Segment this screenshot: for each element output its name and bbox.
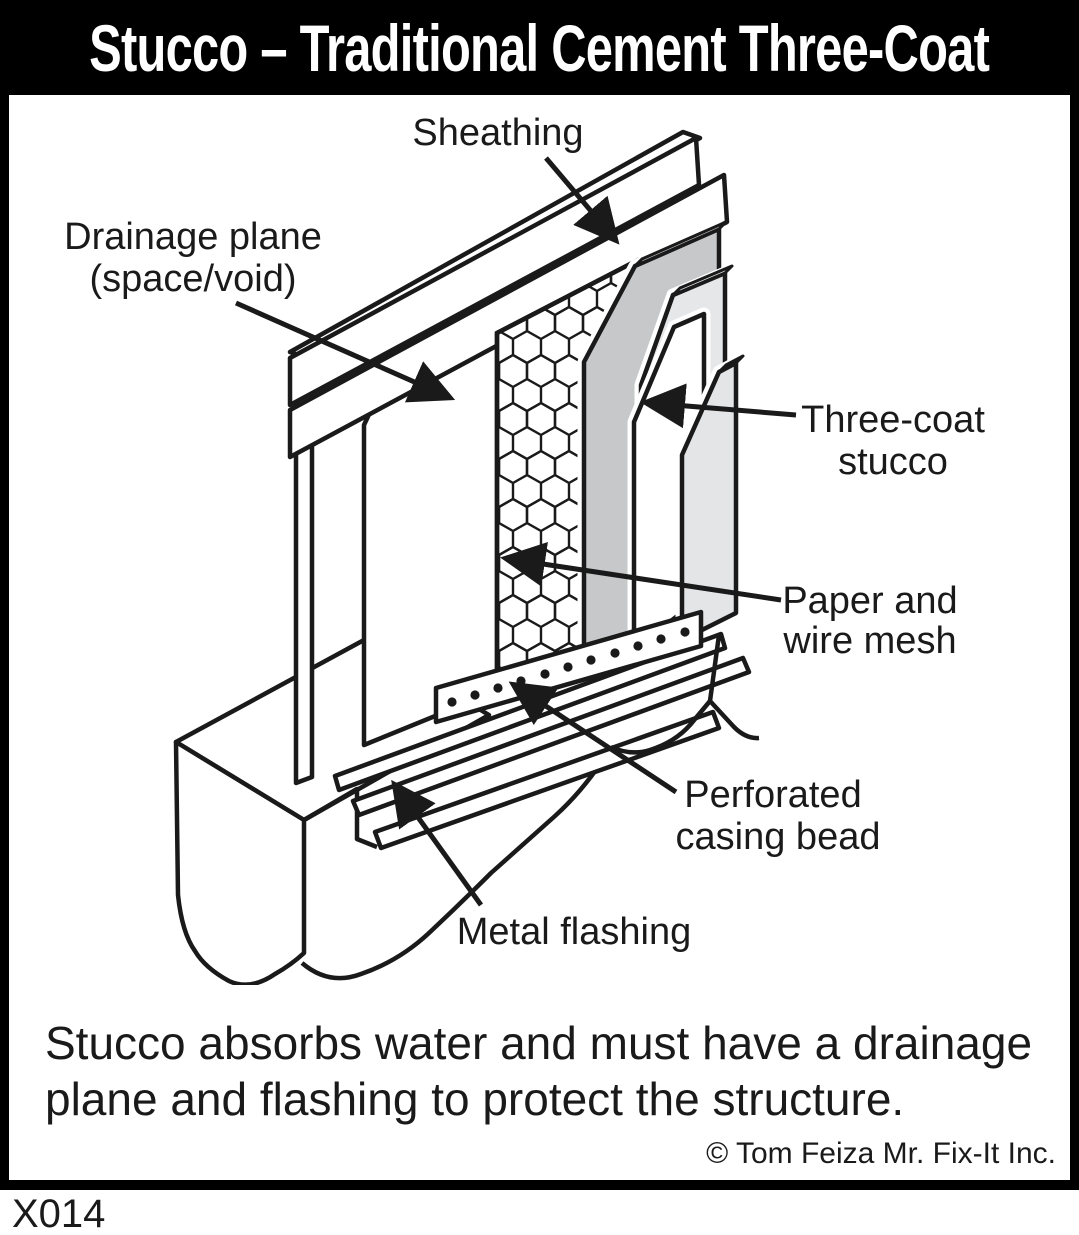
flashing-drip-edge	[372, 709, 722, 851]
paper-wire-mesh-arrow	[500, 541, 782, 603]
perforated-casing-bead	[433, 609, 704, 725]
drainage-plane-arrow	[234, 300, 456, 403]
metal-flashing-arrow	[391, 779, 484, 907]
perforated-casing-bead-arrow	[508, 681, 678, 795]
figure-code: X014	[12, 1192, 106, 1235]
label-drainage-plane-1: Drainage plane	[64, 216, 322, 258]
label-drainage-plane-2: (space/void)	[90, 258, 297, 300]
attribution: © Tom Feiza Mr. Fix-It Inc.	[706, 1137, 1056, 1170]
foundation-bottom-break-line	[300, 745, 613, 981]
label-perforated-casing-2: casing bead	[676, 816, 881, 858]
foundation-right-break-line	[610, 698, 760, 755]
foundation-front-face	[173, 739, 307, 985]
label-three-coat-2: stucco	[838, 441, 948, 483]
diagram-frame: Sheathing Drainage plane (space/void) Th…	[0, 95, 1079, 1190]
brown-coat-top-sliver	[671, 264, 734, 297]
finish-coat-panel	[675, 354, 745, 647]
page-title: Stucco – Traditional Cement Three-Coat	[89, 10, 991, 85]
title-bar: Stucco – Traditional Cement Three-Coat	[0, 0, 1079, 95]
finish-coat-top-sliver	[717, 354, 745, 374]
three-coat-stucco-arrow	[640, 383, 797, 429]
foundation-right-edge	[707, 634, 722, 702]
caption-line-1: Stucco absorbs water and must have a dra…	[45, 1017, 1033, 1069]
label-three-coat-1: Three-coat	[801, 399, 985, 441]
casing-bead-perforations	[447, 627, 690, 707]
sheathing-arrow	[544, 156, 620, 245]
scratch-coat-top-sliver	[633, 220, 728, 268]
label-metal-flashing: Metal flashing	[457, 911, 691, 953]
caption-text: Stucco absorbs water and must have a dra…	[45, 1015, 1045, 1127]
label-perforated-casing-1: Perforated	[684, 774, 861, 816]
label-paper-wire-mesh-1: Paper and	[782, 580, 957, 622]
label-sheathing: Sheathing	[412, 112, 583, 154]
label-paper-wire-mesh-2: wire mesh	[782, 620, 956, 662]
flashing-kickout-face	[350, 655, 752, 818]
caption-line-2: plane and flashing to protect the struct…	[45, 1073, 905, 1125]
stucco-cutaway-illustration: Sheathing Drainage plane (space/void) Th…	[64, 112, 985, 985]
